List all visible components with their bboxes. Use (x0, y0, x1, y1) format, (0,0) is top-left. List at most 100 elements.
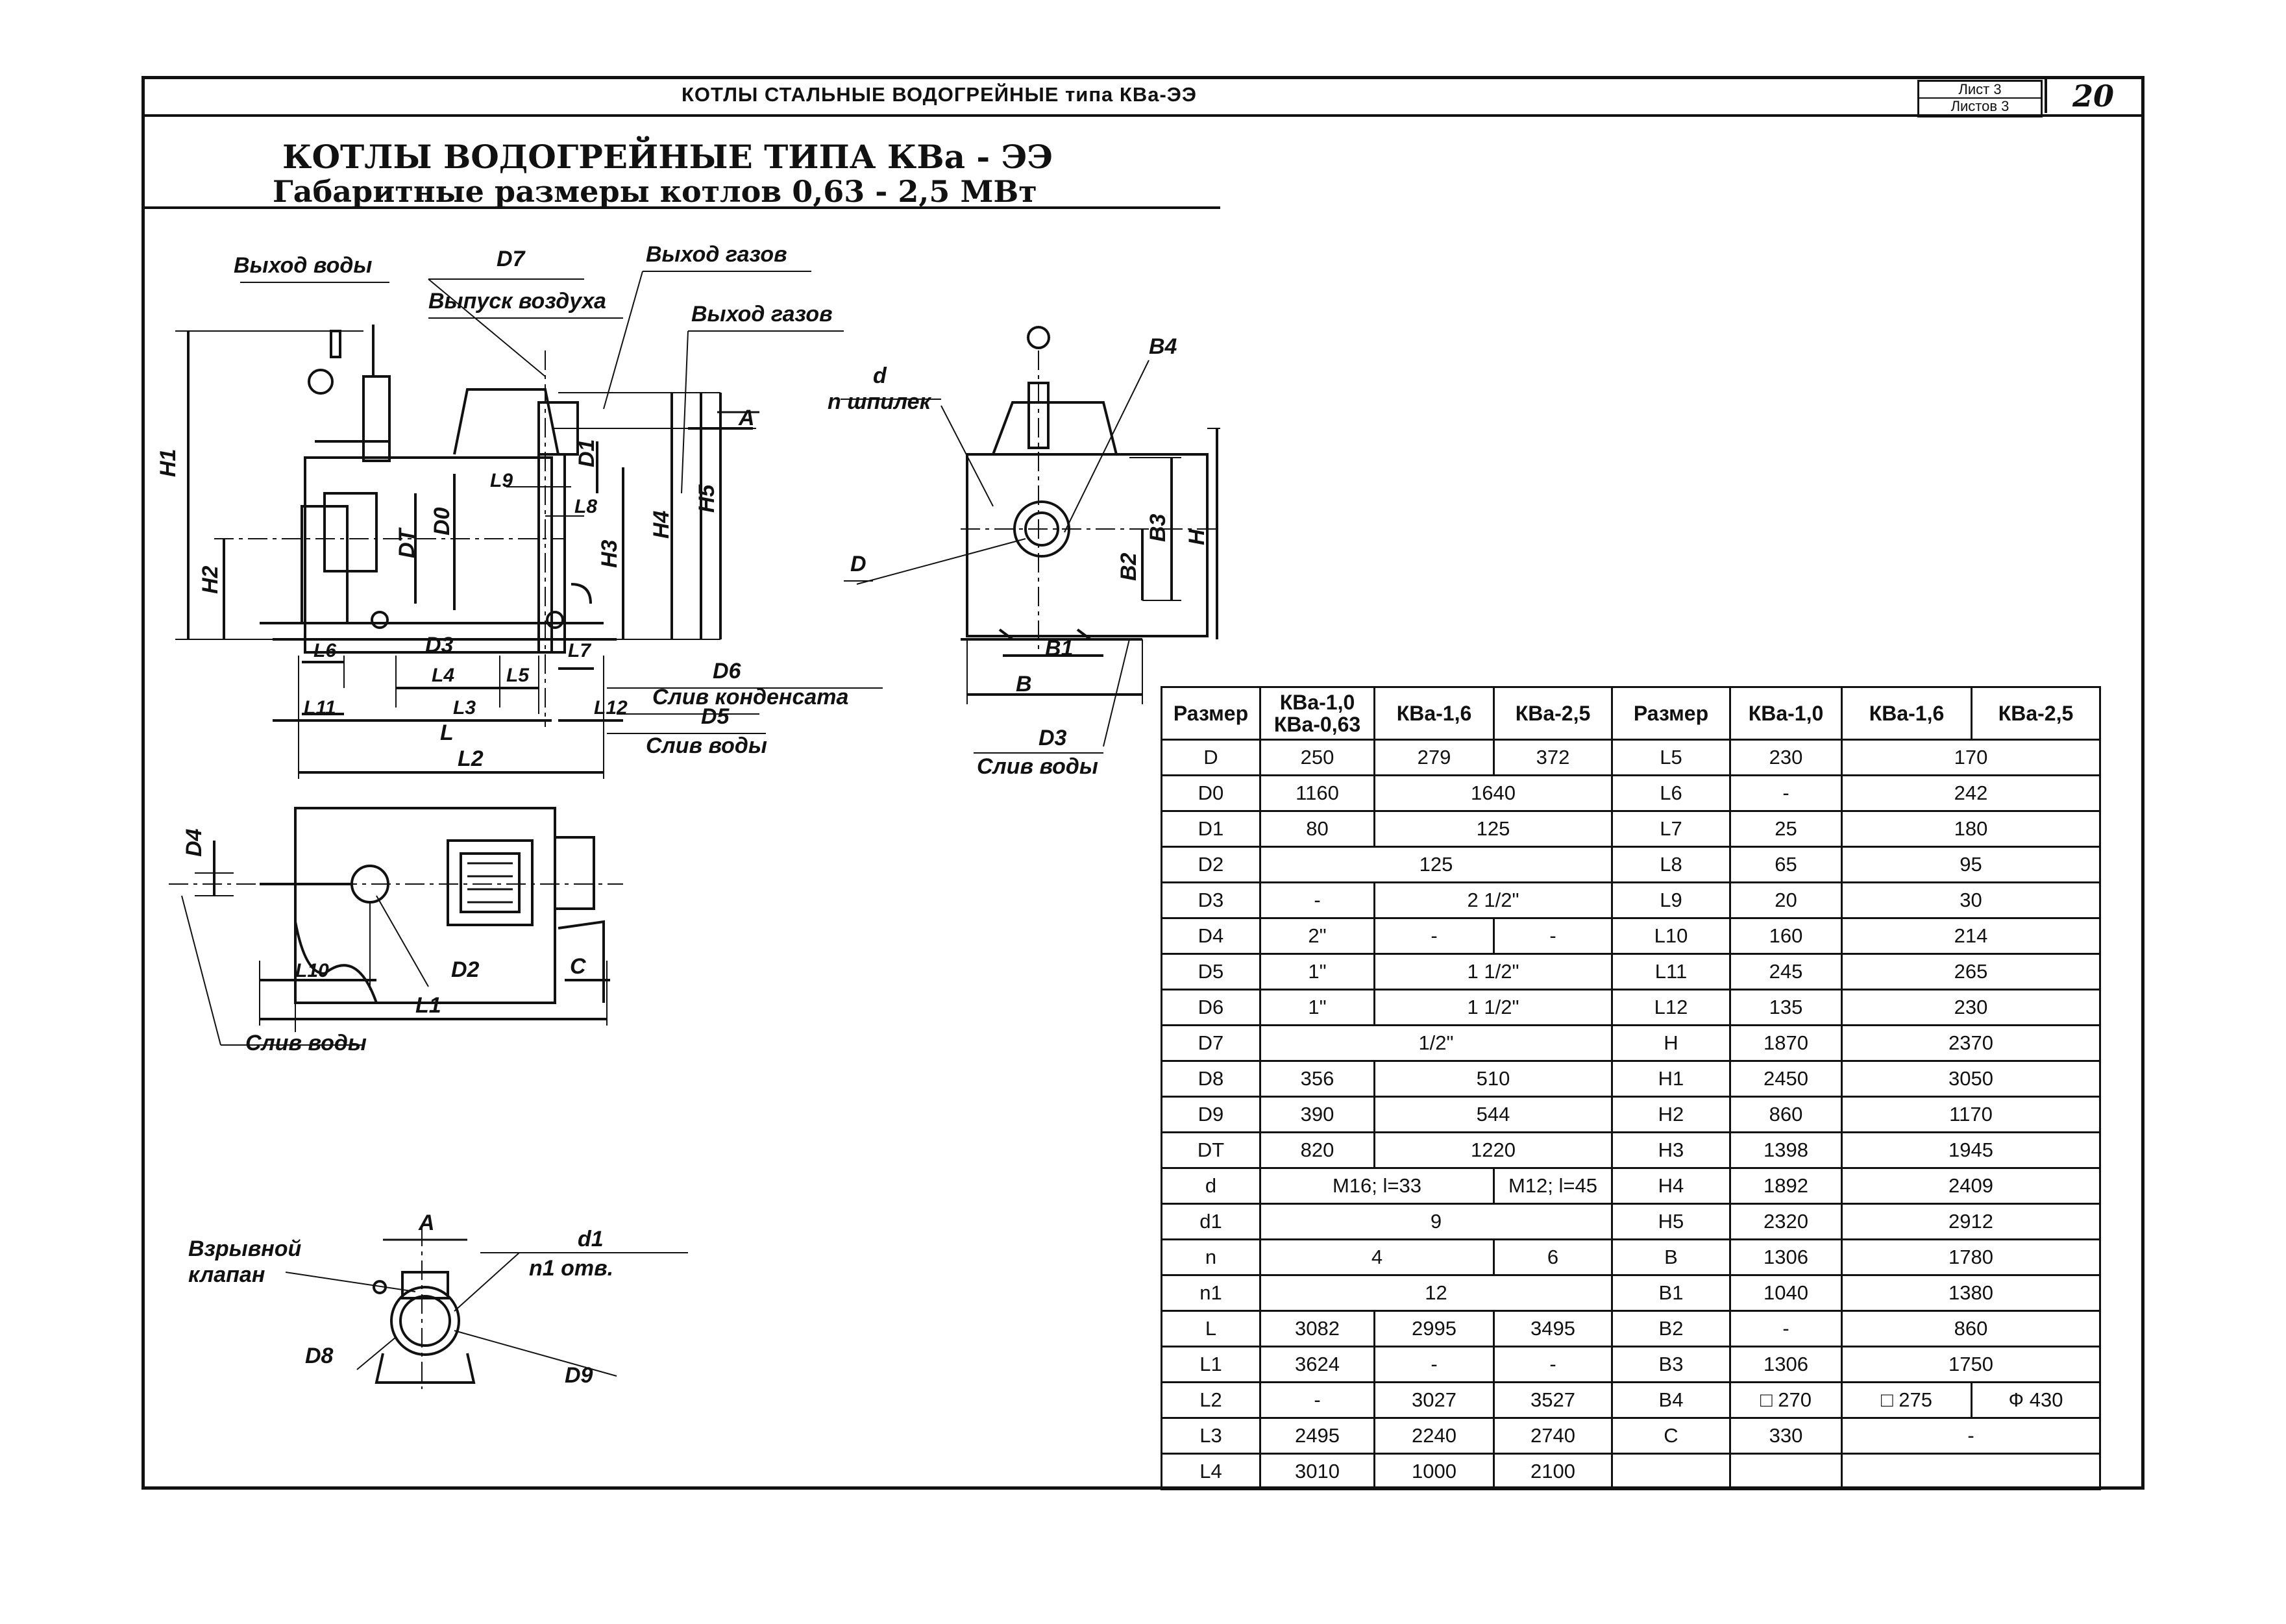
table-cell: 25 (1729, 810, 1843, 848)
dimension-name (1611, 1453, 1731, 1490)
table-cell: 1 1/2" (1373, 989, 1613, 1026)
table-cell: 2240 (1373, 1417, 1495, 1455)
table-cell: 1750 (1841, 1346, 2101, 1383)
table-cell: 170 (1841, 739, 2101, 776)
table-cell: 860 (1729, 1096, 1843, 1133)
label-condensate: Слив конденсата (652, 685, 848, 709)
table-cell: 544 (1373, 1096, 1613, 1133)
table-cell: 6 (1493, 1238, 1613, 1276)
dimension-name: L5 (1611, 739, 1731, 776)
table-cell: 214 (1841, 917, 2101, 955)
label-explosive-valve-1: Взрывной (188, 1236, 302, 1261)
dimension-name: L2 (1161, 1381, 1261, 1419)
dimension-name: B1 (1611, 1274, 1731, 1312)
table-cell: 1870 (1729, 1024, 1843, 1062)
label-l5: L5 (506, 665, 530, 686)
label-d2: D2 (451, 957, 480, 982)
dimension-name: D3 (1161, 881, 1261, 919)
drawing-title: КОТЛЫ ВОДОГРЕЙНЫЕ ТИПА КВа - ЭЭ (282, 138, 1053, 176)
dimension-name: n (1161, 1238, 1261, 1276)
col-header-line: КВа-0,63 (1273, 713, 1361, 736)
label-h-front: H (1185, 528, 1209, 545)
table-cell: 390 (1259, 1096, 1375, 1133)
label-b2: B2 (1116, 552, 1141, 581)
table-cell: 2495 (1259, 1417, 1375, 1455)
table-cell: - (1373, 917, 1495, 955)
table-cell: - (1493, 917, 1613, 955)
table-cell: 3527 (1493, 1381, 1613, 1419)
table-cell: 2912 (1841, 1203, 2101, 1240)
label-d1-small: d1 (578, 1227, 604, 1251)
table-cell: 3027 (1373, 1381, 1495, 1419)
table-cell: 245 (1729, 953, 1843, 990)
table-cell: 160 (1729, 917, 1843, 955)
dimension-name: B4 (1611, 1381, 1731, 1419)
dimension-name: C (1611, 1417, 1731, 1455)
label-b3: B3 (1146, 513, 1170, 542)
label-l8: L8 (574, 496, 597, 517)
table-cell: 3495 (1493, 1310, 1613, 1347)
dimension-name: DT (1161, 1131, 1261, 1169)
page-box (2045, 79, 2138, 113)
table-cell: 230 (1729, 739, 1843, 776)
label-h2: H2 (198, 565, 223, 594)
table-cell: 65 (1729, 846, 1843, 883)
dimension-name: L9 (1611, 881, 1731, 919)
dimension-name: L10 (1611, 917, 1731, 955)
table-cell (1729, 1453, 1843, 1490)
dimension-name: L12 (1611, 989, 1731, 1026)
table-cell (1841, 1453, 2101, 1490)
col-header-line: КВа-1,0 (1279, 691, 1355, 714)
label-h4: H4 (649, 510, 674, 539)
dimension-name: B2 (1611, 1310, 1731, 1347)
dimension-name: D (1161, 739, 1261, 776)
label-drain-water-2: Слив воды (977, 754, 1098, 779)
label-water-out: Выход воды (234, 253, 372, 278)
label-gas-out-2: Выход газов (691, 302, 833, 326)
table-cell: 125 (1259, 846, 1613, 883)
table-cell: Ф 430 (1971, 1381, 2101, 1419)
label-d8: D8 (305, 1344, 334, 1368)
label-a: A (738, 406, 755, 430)
label-h5: H5 (694, 484, 719, 513)
label-d1: D1 (574, 439, 599, 467)
table-cell: 2740 (1493, 1417, 1613, 1455)
table-cell: 230 (1841, 989, 2101, 1026)
label-l3: L3 (453, 697, 476, 719)
table-cell: 510 (1373, 1060, 1613, 1098)
table-cell: 2450 (1729, 1060, 1843, 1098)
table-cell: 1" (1259, 953, 1375, 990)
label-d0: D0 (430, 507, 454, 535)
label-dt: DT (395, 526, 419, 558)
table-cell: - (1259, 881, 1375, 919)
table-cell: 2" (1259, 917, 1375, 955)
label-l4: L4 (432, 665, 454, 686)
table-cell: 30 (1841, 881, 2101, 919)
table-cell: 356 (1259, 1060, 1375, 1098)
table-cell: 2370 (1841, 1024, 2101, 1062)
col-header: Размер (1161, 686, 1261, 741)
table-cell: 9 (1259, 1203, 1613, 1240)
label-L: L (440, 720, 454, 745)
col-header: КВа-1,6 (1841, 686, 1973, 741)
table-cell: 3010 (1259, 1453, 1375, 1490)
label-d9: D9 (565, 1363, 593, 1388)
table-cell: 1398 (1729, 1131, 1843, 1169)
table-cell: 1170 (1841, 1096, 2101, 1133)
dimension-name: D0 (1161, 774, 1261, 812)
table-cell: 820 (1259, 1131, 1375, 1169)
col-header: КВа-2,5 (1493, 686, 1613, 741)
dimension-name: L1 (1161, 1346, 1261, 1383)
table-cell: 1380 (1841, 1274, 2101, 1312)
table-cell: - (1259, 1381, 1375, 1419)
dimension-name: D1 (1161, 810, 1261, 848)
dimension-name: H2 (1611, 1096, 1731, 1133)
